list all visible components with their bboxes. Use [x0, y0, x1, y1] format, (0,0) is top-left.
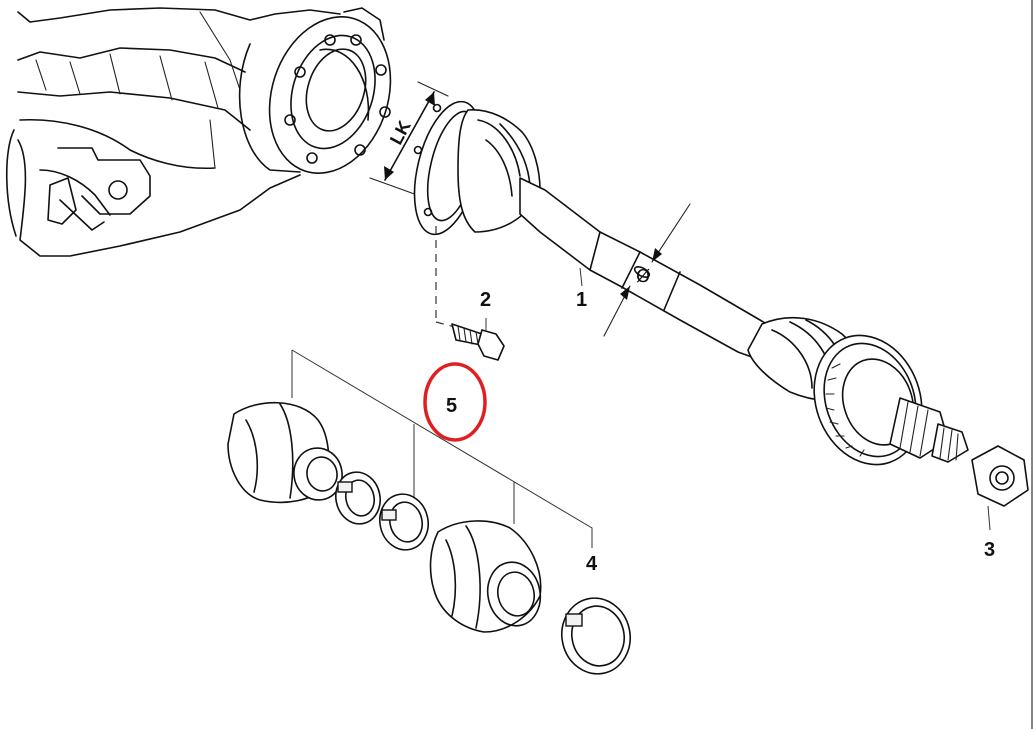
lk-label: LK — [386, 117, 415, 148]
differential-housing — [5, 7, 392, 257]
drive-shaft-assembly: Ø — [413, 100, 969, 466]
callout-2: 2 — [480, 289, 491, 311]
boot-kit — [227, 349, 631, 675]
callout-5: 5 — [446, 395, 457, 417]
nut-part — [971, 445, 1029, 531]
callout-1: 1 — [576, 289, 587, 311]
diameter-symbol: Ø — [636, 266, 650, 287]
highlight-circle — [423, 362, 487, 442]
callout-4: 4 — [586, 553, 598, 575]
callout-3: 3 — [984, 539, 995, 561]
bolt-part — [435, 226, 505, 361]
callout-1-leader — [579, 267, 583, 287]
